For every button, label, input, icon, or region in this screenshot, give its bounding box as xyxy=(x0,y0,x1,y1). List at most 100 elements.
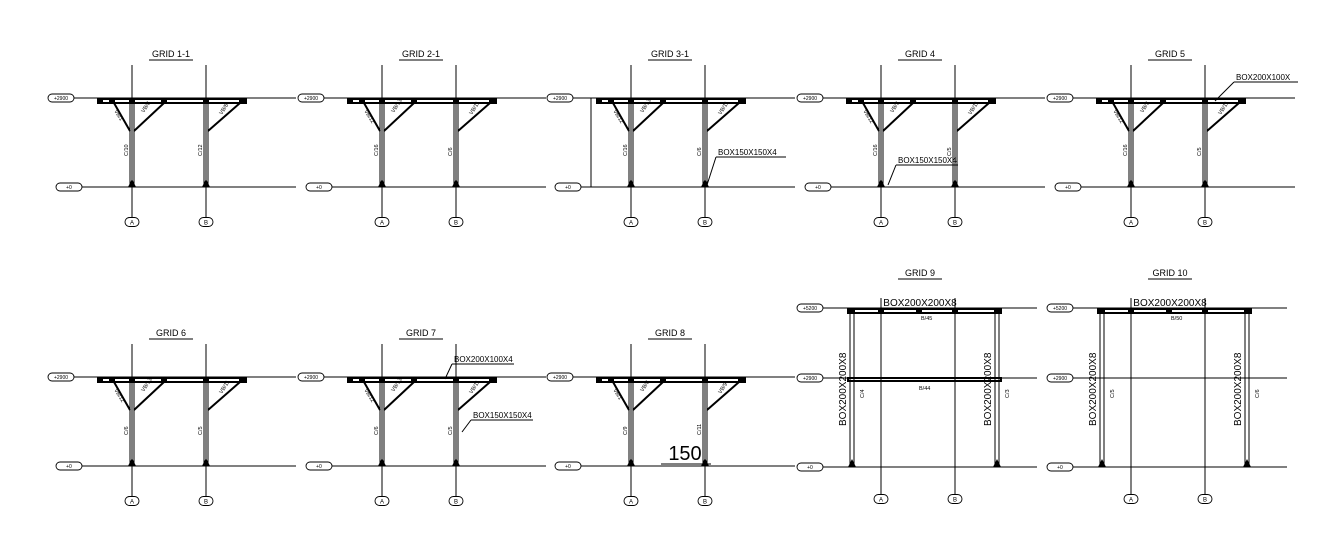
grid-bubble-b-outline xyxy=(697,217,713,227)
brace-line xyxy=(457,381,491,411)
level-tag-top: +5200 xyxy=(796,303,824,313)
roof-beam xyxy=(1096,98,1246,104)
beam-joint xyxy=(994,308,1000,313)
grid-bubble-a-outline xyxy=(873,494,889,504)
beam-joint xyxy=(1108,98,1114,103)
callout-text: BOX150X150X4 xyxy=(473,411,532,420)
grid-bubble-a-outline xyxy=(623,217,639,227)
brace-tag: VB/13 xyxy=(640,98,653,114)
beam-joint xyxy=(846,98,852,103)
callout-text: BOX200X200X8 xyxy=(1133,298,1207,309)
grid-bubble-b-outline xyxy=(198,217,214,227)
brace-line xyxy=(956,102,990,132)
level-tag-upper: +2900 xyxy=(297,93,325,103)
brace-line xyxy=(1112,102,1130,132)
beam-tag: B/50 xyxy=(1171,316,1182,322)
beam-joint xyxy=(910,98,916,103)
level-tag-ground-text: +0 xyxy=(66,464,72,470)
beam-joint xyxy=(453,377,459,382)
level-tag-upper-text: +2900 xyxy=(304,375,318,381)
beam-joint xyxy=(702,98,708,103)
brace-line xyxy=(1132,102,1164,132)
brace-tag: VB/12 xyxy=(362,109,375,125)
beam-joint xyxy=(1244,308,1250,313)
beam-joint xyxy=(109,377,115,382)
column-tag: C/6 xyxy=(1255,389,1261,398)
beam-joint xyxy=(359,377,365,382)
level-tag-upper-text: +2900 xyxy=(1053,96,1067,102)
level-tag-top: +5200 xyxy=(1046,303,1074,313)
grid-bubble-a-text: A xyxy=(629,221,633,227)
level-tag-upper-text: +2900 xyxy=(553,96,567,102)
beam-joint xyxy=(1128,98,1134,103)
grid-bubble-a: A xyxy=(1123,494,1139,504)
beam-joint xyxy=(1096,98,1102,103)
callout-leader xyxy=(1214,81,1235,102)
roof-beam xyxy=(596,377,746,383)
column-base-plate xyxy=(951,179,959,187)
level-tag-upper-text: +2900 xyxy=(803,376,817,382)
grid-bubble-a-text: A xyxy=(879,221,883,227)
grid-bubble-b: B xyxy=(448,217,464,227)
roof-beam xyxy=(97,98,247,104)
column-base-plate xyxy=(128,179,136,187)
callout-text: BOX150X150X4 xyxy=(718,148,777,157)
grid-bubble-b-outline xyxy=(448,217,464,227)
column-base-plate xyxy=(627,179,635,187)
level-tag-ground: +0 xyxy=(804,182,832,192)
mid-beam xyxy=(847,377,1002,382)
beam-joint xyxy=(239,377,245,382)
grid-bubble-b: B xyxy=(198,496,214,506)
top-beam xyxy=(1097,308,1252,314)
grid-bubble-a-outline xyxy=(1123,494,1139,504)
callout-text: BOX200X100X xyxy=(1236,73,1291,82)
beam-joint xyxy=(379,98,385,103)
panel-title: GRID 6 xyxy=(156,328,186,338)
brace-line xyxy=(363,381,381,411)
grid-bubble-a-text: A xyxy=(130,221,134,227)
grid-bubble-b: B xyxy=(947,494,963,504)
column-base-plate xyxy=(378,458,386,466)
callout-leader xyxy=(706,156,717,186)
brace-tag: VB/12 xyxy=(362,388,375,404)
panel-title: GRID 9 xyxy=(905,268,935,278)
level-tag-upper: +2900 xyxy=(546,372,574,382)
brace-line xyxy=(612,102,630,132)
level-tag-ground-text: +0 xyxy=(807,465,813,471)
beam-joint xyxy=(878,308,884,313)
beam-joint xyxy=(347,98,353,103)
beam-joint xyxy=(489,98,495,103)
grid-bubble-a-outline xyxy=(623,496,639,506)
roof-beam xyxy=(347,377,497,383)
callout-text: BOX200X200X8 xyxy=(1088,352,1099,426)
column-tag: C/5 xyxy=(448,426,454,435)
brace-tag: VB/12 xyxy=(861,109,874,125)
brace-line xyxy=(207,102,241,132)
grid-bubble-a-outline xyxy=(873,217,889,227)
beam-joint xyxy=(203,377,209,382)
beam-joint xyxy=(660,377,666,382)
grid-bubble-a-outline xyxy=(124,496,140,506)
callout-text: BOX150X150X4 xyxy=(898,156,957,165)
level-tag-upper-text: +2900 xyxy=(553,375,567,381)
brace-tag: VB/13 xyxy=(391,98,404,114)
level-tag-ground-text: +0 xyxy=(316,185,322,191)
beam-joint xyxy=(239,98,245,103)
callout-leader xyxy=(887,164,897,186)
roof-beam xyxy=(97,377,247,383)
beam-joint xyxy=(109,98,115,103)
column-tag: C/5 xyxy=(947,147,953,156)
brace-tag: VB/1 xyxy=(112,109,123,122)
panel-title: GRID 10 xyxy=(1152,268,1187,278)
column-tag: C/5 xyxy=(1110,389,1116,398)
beam-joint xyxy=(379,377,385,382)
beam-joint xyxy=(628,98,634,103)
beam-joint xyxy=(161,98,167,103)
level-tag-upper: +2900 xyxy=(47,93,75,103)
grid-bubble-a-outline xyxy=(374,496,390,506)
brace-tag: VB/3 xyxy=(1140,101,1151,114)
